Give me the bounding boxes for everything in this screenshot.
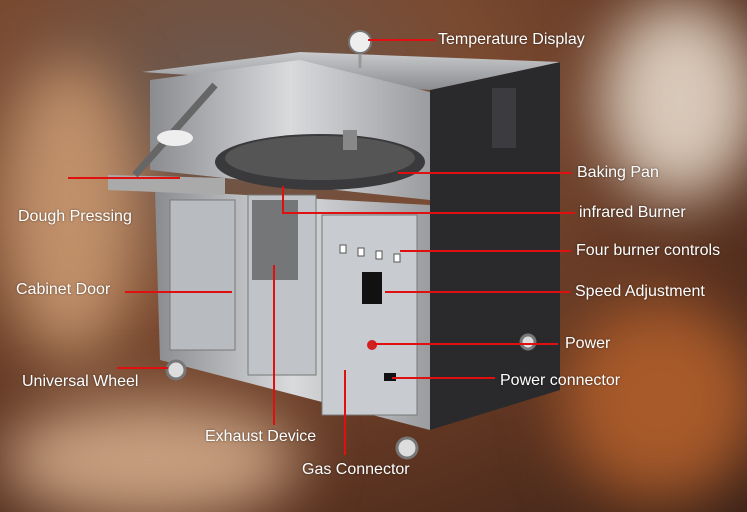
label-gas-connector: Gas Connector [302, 461, 410, 478]
label-universal-wheel: Universal Wheel [22, 373, 139, 390]
label-infrared-burner: infrared Burner [579, 204, 686, 221]
label-power-connector: Power connector [500, 372, 621, 389]
label-temperature-display: Temperature Display [438, 31, 585, 48]
label-speed-adjustment: Speed Adjustment [575, 283, 705, 300]
label-four-burner-controls: Four burner controls [576, 242, 721, 259]
background-blur [560, 300, 747, 500]
background-blur [0, 60, 140, 360]
leader-line-infrared [282, 186, 575, 214]
background-blur [600, 0, 747, 200]
background-blur [0, 400, 300, 512]
label-power: Power [565, 335, 611, 352]
label-exhaust-device: Exhaust Device [205, 428, 317, 445]
label-dough-pressing: Dough Pressing [18, 208, 132, 225]
label-baking-pan: Baking Pan [577, 164, 659, 181]
leader-lines [68, 39, 575, 455]
label-cabinet-door: Cabinet Door [16, 281, 111, 298]
